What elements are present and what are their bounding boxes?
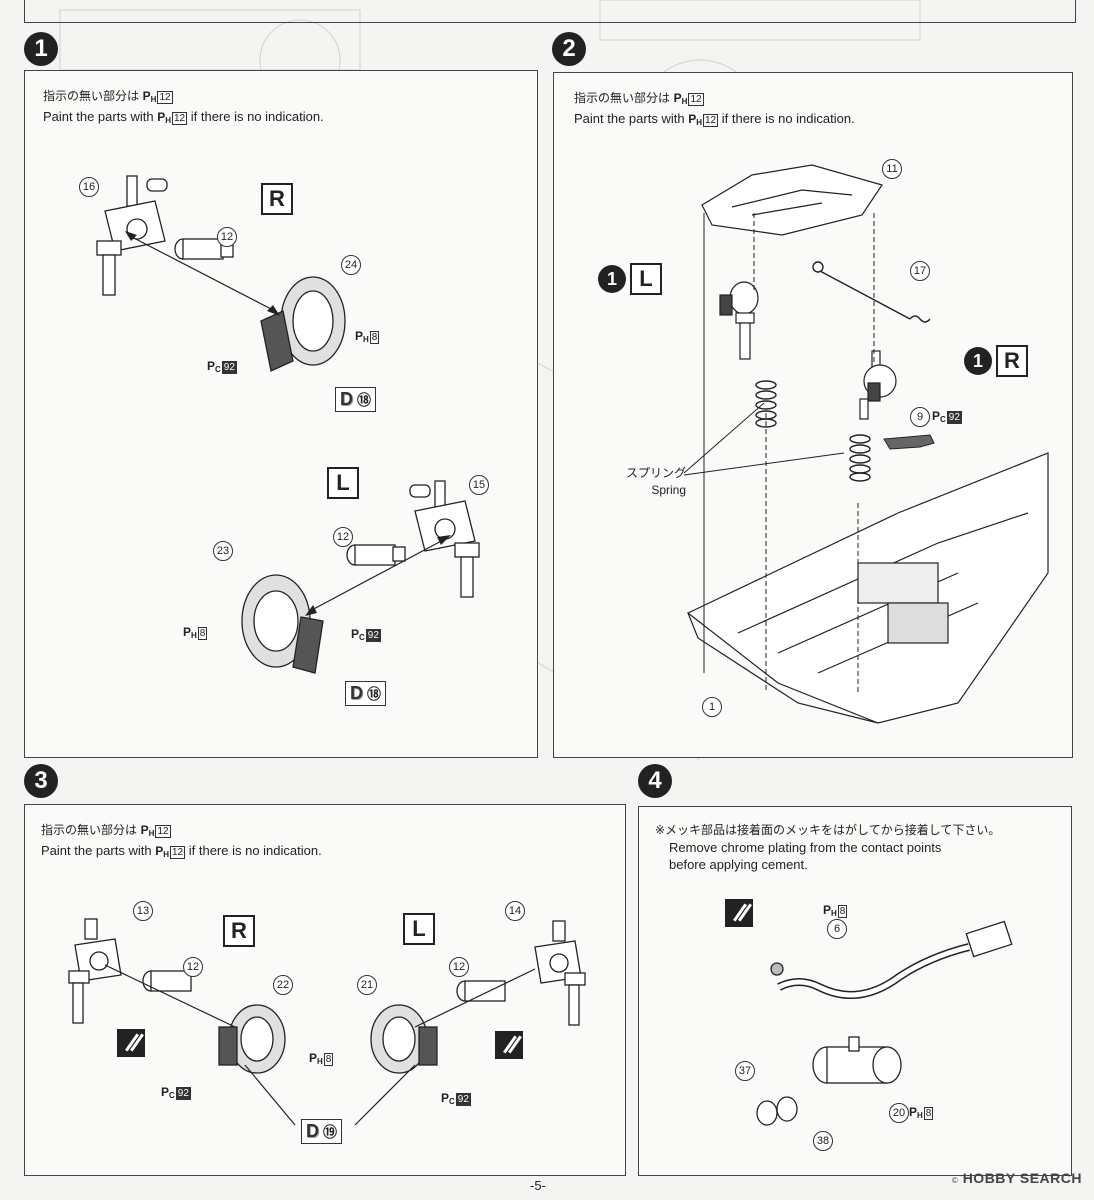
spring-right bbox=[849, 434, 871, 482]
callout-37: 37 bbox=[735, 1061, 755, 1081]
watermark: © HOBBY SEARCH bbox=[951, 1170, 1082, 1186]
chrome-strip-icon-l bbox=[495, 1031, 523, 1059]
chrome-strip-icon-4 bbox=[725, 899, 753, 927]
brake-disc-part-21 bbox=[370, 1004, 438, 1074]
assembly-arrow-1r bbox=[125, 231, 280, 316]
step-4-panel: ※メッキ部品は接着面のメッキをはがしてから接着して下さい。 Remove chr… bbox=[638, 806, 1072, 1176]
callout-17: 17 bbox=[910, 261, 930, 281]
assembly-guide-lines bbox=[703, 213, 875, 693]
upper-subframe-part-11 bbox=[701, 164, 883, 236]
callout-11: 11 bbox=[882, 159, 902, 179]
callout-38: 38 bbox=[813, 1131, 833, 1151]
callout-22: 22 bbox=[273, 975, 293, 995]
callout-23: 23 bbox=[213, 541, 233, 561]
callout-6: 6 bbox=[827, 919, 847, 939]
callout-20: 20 bbox=[889, 1103, 909, 1123]
side-r-label: R bbox=[261, 183, 293, 215]
callout-14: 14 bbox=[505, 901, 525, 921]
ref-step-1-left: 1 L bbox=[598, 263, 662, 295]
brake-disc-part-24 bbox=[260, 276, 346, 372]
knuckle-part-15 bbox=[409, 480, 480, 598]
exhaust-pipe-part-6 bbox=[770, 920, 1013, 999]
knuckle-part-14 bbox=[534, 920, 586, 1026]
tie-rod-part-17 bbox=[812, 261, 931, 323]
top-panel-edge bbox=[24, 0, 1076, 23]
side-r-label-3: R bbox=[223, 915, 255, 947]
brake-disc-part-22 bbox=[218, 1004, 286, 1074]
side-l-label-3: L bbox=[403, 913, 435, 945]
spring-label: スプリング Spring bbox=[626, 466, 687, 497]
shaft-part-12 bbox=[174, 238, 234, 260]
callout-9: 9 bbox=[910, 407, 930, 427]
chassis-part-1 bbox=[686, 452, 1049, 724]
knuckle-part-13 bbox=[68, 918, 122, 1024]
knuckle-assembly-right bbox=[859, 350, 897, 420]
shaft-part-12-l bbox=[346, 544, 406, 566]
callout-12-3r: 12 bbox=[183, 957, 203, 977]
shaft-part-12-3l bbox=[456, 980, 506, 1002]
side-l-label: L bbox=[327, 467, 359, 499]
page-number: -5- bbox=[530, 1178, 546, 1193]
brake-disc-part-23 bbox=[241, 574, 324, 674]
shaft-part-12-3r bbox=[142, 970, 192, 992]
step-3-number: 3 bbox=[24, 764, 58, 798]
callout-15: 15 bbox=[469, 475, 489, 495]
chrome-strip-icon-r bbox=[117, 1029, 145, 1057]
callout-13: 13 bbox=[133, 901, 153, 921]
step-2-number: 2 bbox=[552, 32, 586, 66]
callout-24: 24 bbox=[341, 255, 361, 275]
callout-21: 21 bbox=[357, 975, 377, 995]
tail-pipes-37-38 bbox=[756, 1096, 798, 1126]
callout-16: 16 bbox=[79, 177, 99, 197]
callout-12-l: 12 bbox=[333, 527, 353, 547]
knuckle-assembly-left bbox=[719, 281, 759, 360]
assembly-arrows-3 bbox=[104, 964, 536, 1126]
bracket-part-9 bbox=[883, 434, 935, 450]
callout-1: 1 bbox=[702, 697, 722, 717]
step-4-note: ※メッキ部品は接着面のメッキをはがしてから接着して下さい。 Remove chr… bbox=[655, 823, 1001, 872]
knuckle-part-16 bbox=[96, 175, 168, 296]
spring-left bbox=[755, 380, 777, 428]
spring-leader-lines bbox=[683, 402, 845, 476]
ref-step-1-right: 1 R bbox=[964, 345, 1028, 377]
assembly-arrow-1l bbox=[305, 535, 451, 616]
callout-12: 12 bbox=[217, 227, 237, 247]
step-1-number: 1 bbox=[24, 32, 58, 66]
callout-12-3l: 12 bbox=[449, 957, 469, 977]
muffler-part-20 bbox=[812, 1036, 902, 1084]
step-4-number: 4 bbox=[638, 764, 672, 798]
